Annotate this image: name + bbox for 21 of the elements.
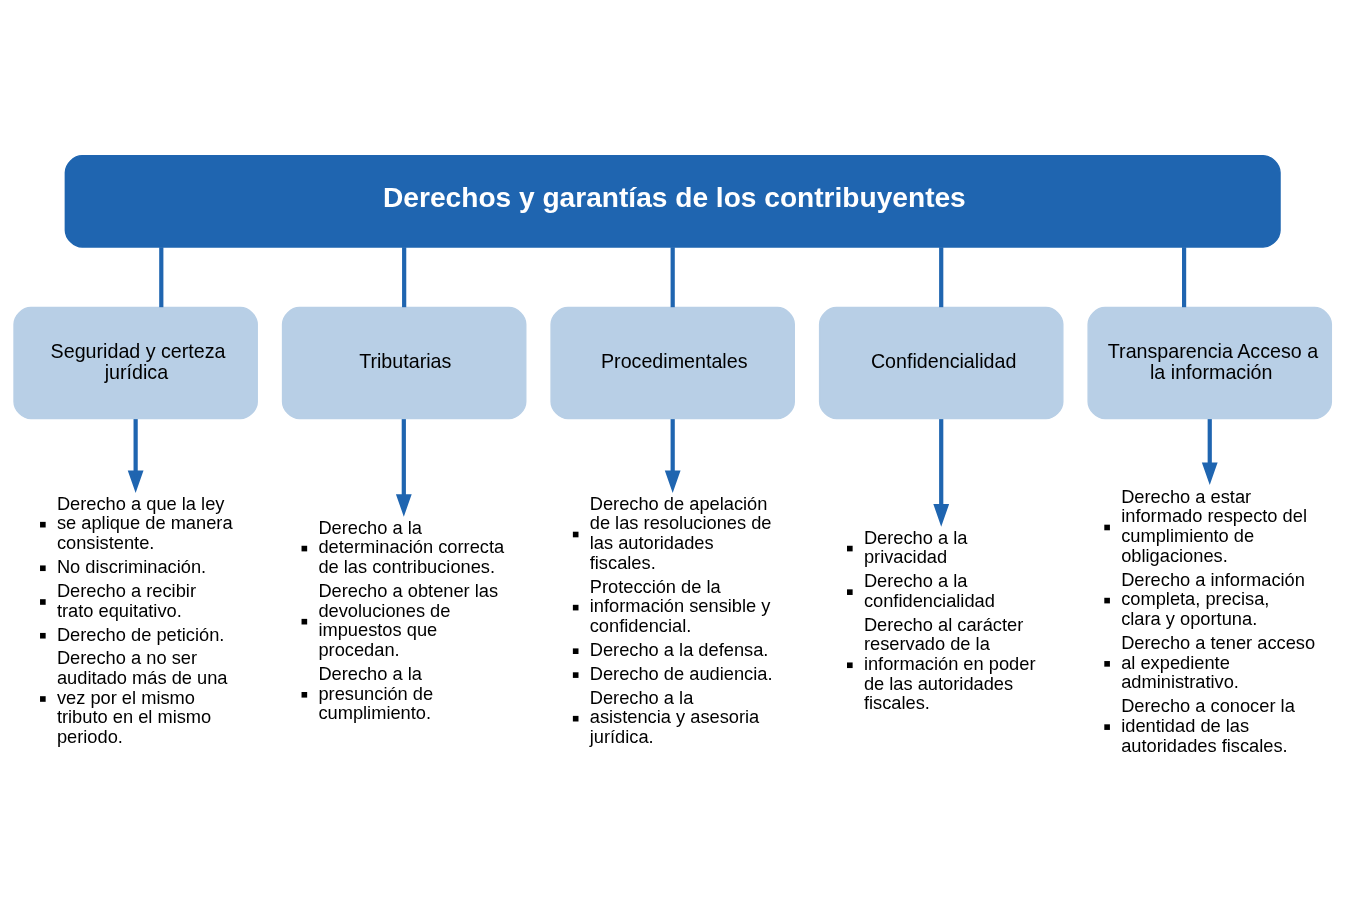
- arrow: [395, 418, 412, 517]
- node-box: Procedimentales: [550, 306, 795, 419]
- node-box: Tributarias: [281, 306, 527, 419]
- arrow: [664, 418, 681, 493]
- node-text: Derecho a la privacidad Derecho a la confidencialidad Derecho al carácter reservado de la información en poder de las autoridades fiscales.: [863, 526, 1036, 713]
- arrow: [1201, 418, 1218, 485]
- node-text: Derecho de apelación de las resoluciones de las autoridades fiscales. Protección de la información sensible y confidencial. Derecho a la defensa. Derecho de audiencia. Derecho a la asistencia y asesoria jurídica.: [589, 492, 773, 747]
- node-box: Seguridad y certeza jurídica: [13, 306, 258, 419]
- node-box: Confidencialidad: [818, 306, 1064, 419]
- node-box: Transparencia Acceso a la información: [1087, 306, 1333, 419]
- connector: [939, 246, 944, 307]
- node-text: Derecho a estar informado respecto del cumplimiento de obligaciones. Derecho a información completa, precisa, clara y oportuna. Derecho a tener acceso al expediente administrativo. Derecho a conocer la identidad de las autoridades fiscales.: [1121, 485, 1316, 756]
- node-box: Derechos y garantías de los contribuyentes: [64, 154, 1281, 248]
- arrow: [127, 418, 144, 493]
- connector: [402, 246, 407, 307]
- arrow: [933, 418, 950, 527]
- connector: [1181, 246, 1187, 307]
- connector: [670, 246, 675, 307]
- connector: [159, 246, 164, 307]
- node-text: Derecho a que la ley se aplique de manera consistente. No discriminación. Derecho a recibir trato equitativo. Derecho de petición. Derecho a no ser auditado más de una vez por el mismo tributo en el mismo periodo.: [56, 492, 233, 747]
- node-text: Derecho a la determinación correcta de las contribuciones. Derecho a obtener las devoluciones de impuestos que procedan. Derecho a la presunción de cumplimiento.: [318, 516, 505, 723]
